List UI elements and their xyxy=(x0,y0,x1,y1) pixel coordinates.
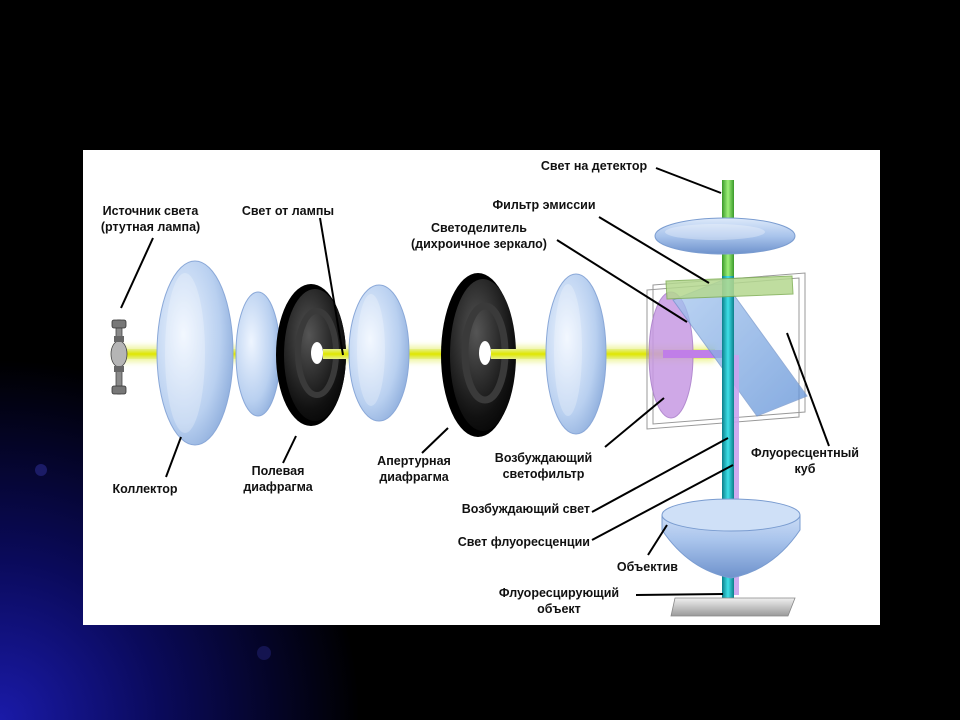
collector-label: Коллектор xyxy=(112,482,178,496)
excitation-filter-label-line2: светофильтр xyxy=(502,467,585,481)
aperture-diaphragm xyxy=(441,273,521,437)
fluorescent-cube-label-line1: Флуоресцентный xyxy=(750,446,859,460)
intermediate-lens xyxy=(348,284,410,422)
decorative-dot xyxy=(257,646,271,660)
excitation-filter-label-line1: Возбуждающий xyxy=(494,451,593,465)
collector-lens xyxy=(156,260,234,446)
fluorescing-object-label-line1: Флуоресцирующий xyxy=(498,586,620,600)
specimen-stage xyxy=(670,597,796,617)
lamp-beam xyxy=(115,349,715,359)
field-lens xyxy=(235,291,281,417)
aperture-diaphragm-label-line2: диафрагма xyxy=(379,470,449,484)
emission-filter-plate xyxy=(665,275,794,300)
light-source-label-line1: Источник света xyxy=(102,204,199,218)
mercury-lamp xyxy=(110,319,128,395)
emission-lens xyxy=(654,217,796,255)
condenser-lens xyxy=(545,273,607,435)
fluorescing-object-label-line2: объект xyxy=(537,602,581,616)
field-diaphragm xyxy=(276,284,353,426)
excitation-light-beam xyxy=(663,350,725,358)
lamp-light-label: Свет от лампы xyxy=(241,204,335,218)
light-source-label: Источник света (ртутная лампа) xyxy=(83,203,218,235)
objective-label: Объектив xyxy=(616,560,678,574)
beamsplitter-label-line1: Светоделитель xyxy=(431,221,527,235)
light-to-detector-label: Свет на детектор xyxy=(540,159,648,173)
fluorescent-cube-label: Флуоресцентный куб xyxy=(740,445,870,477)
decorative-dot xyxy=(35,464,47,476)
field-diaphragm-label-line2: диафрагма xyxy=(243,480,313,494)
fluorescent-cube-label-line2: куб xyxy=(794,462,816,476)
excitation-light-label: Возбуждающий свет xyxy=(461,502,590,516)
excitation-filter-label: Возбуждающий светофильтр xyxy=(481,450,606,482)
field-diaphragm-label-line1: Полевая xyxy=(251,464,305,478)
light-source-label-line2: (ртутная лампа) xyxy=(100,220,201,234)
aperture-diaphragm-label: Апертурная диафрагма xyxy=(359,453,469,485)
fluorescence-light-label: Свет флуоресценции xyxy=(457,535,590,549)
field-diaphragm-label: Полевая диафрагма xyxy=(228,463,328,495)
microscope-diagram: Источник света (ртутная лампа) Свет от л… xyxy=(83,150,880,625)
objective-lens xyxy=(661,498,801,579)
aperture-diaphragm-label-line1: Апертурная xyxy=(377,454,451,468)
leader-lines xyxy=(120,167,830,596)
emission-filter-label: Фильтр эмиссии xyxy=(492,198,596,212)
beamsplitter-label: Светоделитель (дихроичное зеркало) xyxy=(399,220,559,252)
fluorescing-object-label: Флуоресцирующий объект xyxy=(483,585,635,617)
beamsplitter-label-line2: (дихроичное зеркало) xyxy=(411,237,547,251)
fluorescence-beam-purple xyxy=(731,355,739,595)
